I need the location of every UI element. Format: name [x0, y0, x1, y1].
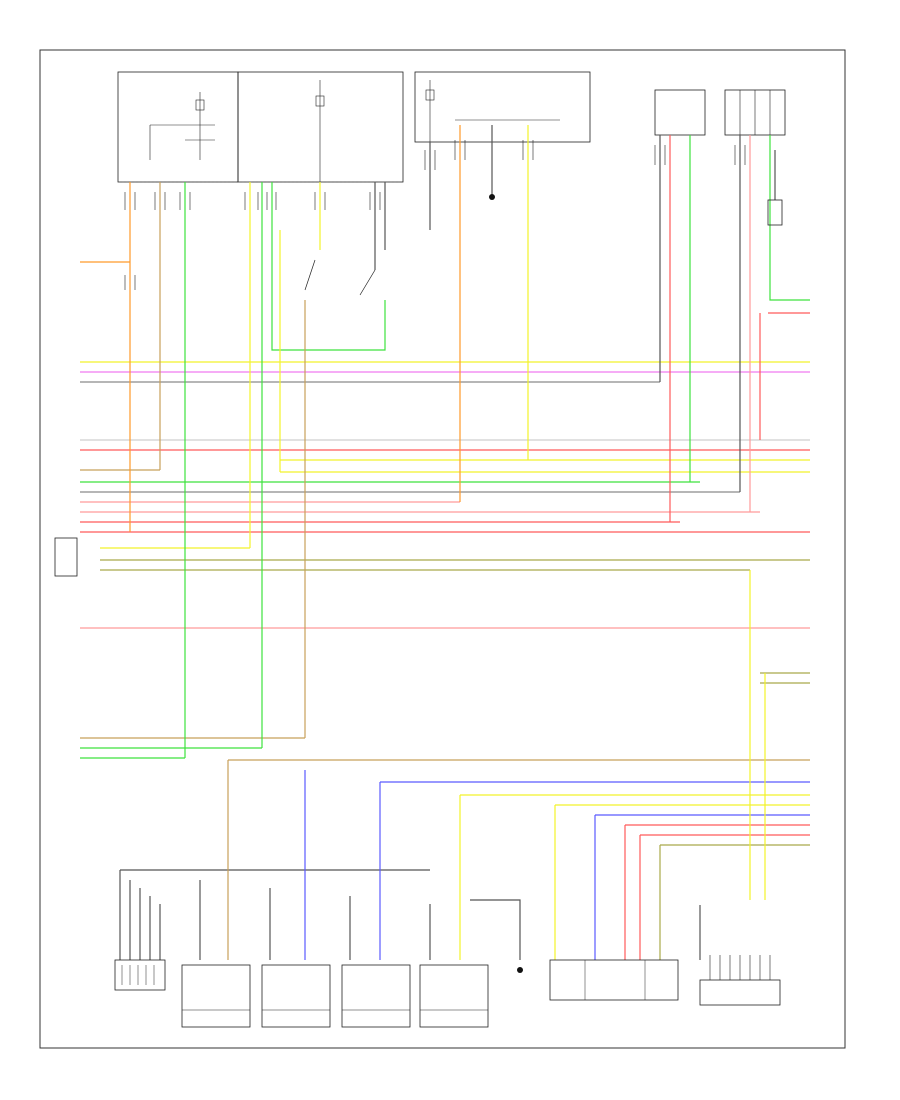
bottom-component-5: [419, 964, 489, 1028]
bottom-component-1: [114, 959, 166, 991]
horizontal-wires: [80, 261, 810, 871]
vertical-wires: [119, 125, 810, 960]
connector-block-a: [654, 89, 706, 136]
connector-pins: [124, 140, 746, 290]
relay-module-right: [414, 71, 591, 143]
bottom-component-6: [549, 959, 679, 1001]
fuse-box-center: [237, 71, 404, 183]
fuse-relay-box-left: [117, 71, 239, 183]
bottom-component-3: [261, 964, 331, 1028]
sensor-component: [767, 199, 783, 226]
connector-block-b: [724, 89, 786, 136]
ground-symbols: [489, 194, 523, 973]
bottom-component-4: [341, 964, 411, 1028]
switch-symbols: [304, 259, 376, 296]
diagram-frame: [39, 49, 846, 1049]
left-connector: [54, 537, 78, 577]
bottom-component-2: [181, 964, 251, 1028]
bottom-component-7: [699, 955, 781, 1006]
